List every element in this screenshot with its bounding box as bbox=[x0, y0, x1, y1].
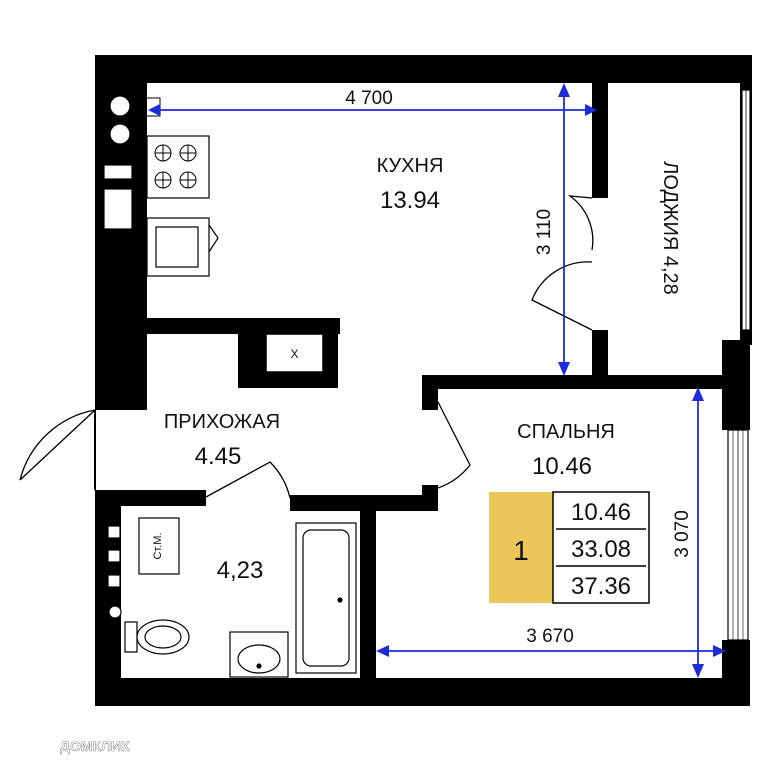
legend-rooms-badge bbox=[489, 492, 553, 603]
wall-hall-bath-left bbox=[121, 490, 206, 506]
washing-machine-label: Ст.М. bbox=[152, 532, 164, 559]
wall-hall-bath-right bbox=[290, 495, 376, 511]
walls bbox=[95, 55, 752, 706]
windows bbox=[727, 89, 751, 641]
ventilation-shaft bbox=[265, 333, 324, 373]
bathroom-area: 4,23 bbox=[217, 557, 264, 584]
legend-total-area: 37.36 bbox=[571, 573, 631, 600]
loggia-door-lower bbox=[531, 261, 593, 331]
wall-shaft-bottom bbox=[238, 372, 338, 388]
wall-top bbox=[95, 55, 750, 83]
kitchen-fixtures bbox=[103, 95, 219, 277]
bathtub-icon bbox=[295, 522, 357, 674]
bedroom-area: 10.46 bbox=[532, 453, 592, 480]
pipe-icon bbox=[109, 123, 131, 145]
wall-right-column bbox=[722, 340, 750, 430]
stove-icon bbox=[146, 135, 210, 199]
wall-bath-bedroom bbox=[360, 495, 376, 706]
hallway-name: ПРИХОЖАЯ bbox=[164, 411, 280, 433]
bathroom-fixtures bbox=[107, 517, 357, 678]
kitchen-name: КУХНЯ bbox=[377, 155, 444, 177]
legend-rooms-count: 1 bbox=[513, 535, 529, 566]
pipe-icon bbox=[109, 95, 131, 117]
area-legend bbox=[489, 491, 650, 604]
wall-bedroom-door-jamb-top bbox=[422, 375, 438, 410]
kitchen-area: 13.94 bbox=[380, 187, 440, 214]
loggia-name: ЛОДЖИЯ 4,28 bbox=[659, 161, 681, 295]
dim-kitchen-width: 4 700 bbox=[345, 88, 393, 109]
hallway-area: 4.45 bbox=[195, 443, 242, 470]
kitchen-sink-icon bbox=[146, 217, 210, 277]
wall-shaft-right bbox=[323, 318, 338, 388]
boiler-box bbox=[103, 188, 133, 230]
wall-kitchen-loggia-lower bbox=[592, 330, 608, 375]
legend-total-without-loggia: 33.08 bbox=[571, 536, 631, 563]
dimension-lines bbox=[148, 83, 726, 678]
house-icon bbox=[37, 734, 55, 753]
watermark-text: ДОМКЛИК bbox=[60, 738, 130, 754]
wall-kitchen-loggia-upper bbox=[592, 83, 608, 198]
wall-kitchen-hall bbox=[125, 318, 340, 334]
legend-living-area: 10.46 bbox=[571, 499, 631, 526]
watermark: ДОМКЛИК bbox=[37, 734, 130, 754]
dim-kitchen-depth: 3 110 bbox=[534, 209, 555, 255]
bedroom-name: СПАЛЬНЯ bbox=[517, 421, 615, 443]
wall-left-lower bbox=[95, 490, 121, 705]
wall-right-bottom bbox=[722, 640, 750, 706]
dim-bedroom-width: 3 670 bbox=[526, 626, 574, 647]
washing-machine-icon bbox=[138, 517, 180, 575]
loggia-door-upper bbox=[567, 195, 594, 251]
wall-bedroom-top bbox=[422, 375, 732, 389]
doors bbox=[19, 195, 594, 499]
bathroom-door bbox=[205, 461, 291, 499]
entrance-door bbox=[19, 409, 96, 481]
toilet-tank bbox=[124, 621, 138, 653]
wall-bottom bbox=[95, 678, 725, 706]
toilet-icon bbox=[136, 619, 190, 655]
bedroom-door bbox=[437, 401, 471, 489]
meter-box bbox=[103, 164, 133, 180]
dim-bedroom-depth: 3 070 bbox=[672, 510, 693, 558]
shaft-mark: X bbox=[290, 347, 298, 361]
wall-bath-bedroom-top bbox=[360, 495, 438, 511]
